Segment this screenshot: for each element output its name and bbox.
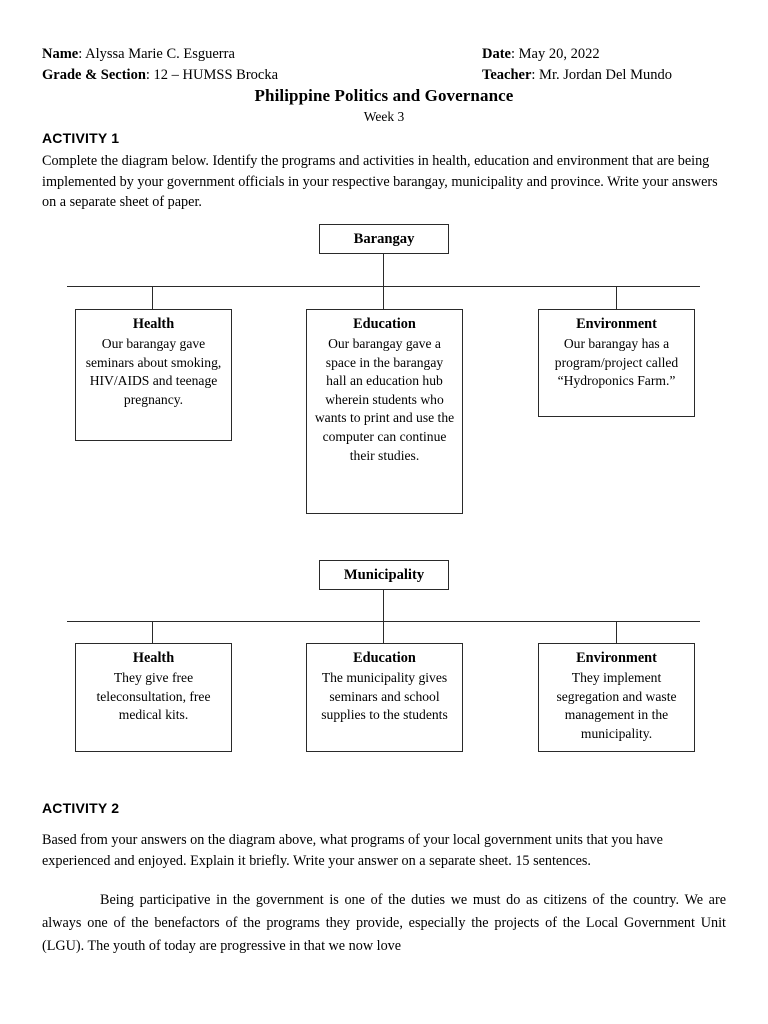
header-row-name: Name: Alyssa Marie C. Esguerra Date: May… bbox=[42, 44, 726, 65]
diagram-node-municipality-education: Education The municipality gives seminar… bbox=[306, 643, 463, 752]
grade-section-label: Grade & Section bbox=[42, 67, 146, 83]
connector-vertical-barangay-trunk bbox=[383, 254, 385, 286]
node-title: Education bbox=[353, 650, 416, 666]
node-title: Environment bbox=[576, 650, 657, 666]
diagram-node-municipality-health: Health They give free teleconsultation, … bbox=[75, 643, 232, 752]
connector-vertical-barangay-environment bbox=[616, 286, 618, 309]
activity-2-section: ACTIVITY 2 Based from your answers on th… bbox=[42, 800, 726, 958]
teacher-field: Teacher: Mr. Jordan Del Mundo bbox=[482, 65, 726, 86]
node-title: Environment bbox=[576, 316, 657, 332]
date-value: : May 20, 2022 bbox=[511, 46, 600, 62]
name-label: Name bbox=[42, 46, 79, 62]
name-field: Name: Alyssa Marie C. Esguerra bbox=[42, 44, 482, 65]
node-title: Health bbox=[132, 650, 175, 666]
grade-section-field: Grade & Section: 12 – HUMSS Brocka bbox=[42, 65, 482, 86]
diagram-node-barangay-education: Education Our barangay gave a space in t… bbox=[306, 309, 463, 514]
node-text: They give free teleconsultation, free me… bbox=[96, 670, 211, 723]
diagram-node-barangay-environment: Environment Our barangay has a program/p… bbox=[538, 309, 695, 417]
activity-2-heading: ACTIVITY 2 bbox=[42, 800, 120, 816]
page-title: Philippine Politics and Governance bbox=[254, 86, 514, 105]
teacher-label: Teacher bbox=[482, 67, 532, 83]
activity-2-essay-paragraph: Being participative in the government is… bbox=[42, 892, 726, 954]
node-text: Our barangay gave a space in the baranga… bbox=[314, 336, 455, 463]
diagram-root-municipality: Municipality bbox=[319, 560, 449, 590]
diagram-node-municipality-environment: Environment They implement segregation a… bbox=[538, 643, 695, 752]
activity-1-instructions: Complete the diagram below. Identify the… bbox=[42, 153, 718, 210]
node-title: Education bbox=[353, 316, 416, 332]
header-row-grade: Grade & Section: 12 – HUMSS Brocka Teach… bbox=[42, 65, 726, 86]
teacher-value: : Mr. Jordan Del Mundo bbox=[531, 67, 672, 83]
date-label: Date bbox=[482, 46, 511, 62]
node-text: Our barangay has a program/project calle… bbox=[554, 336, 679, 389]
node-text: They implement segregation and waste man… bbox=[556, 670, 677, 741]
connector-vertical-barangay-education bbox=[383, 286, 385, 309]
activity-1-heading: ACTIVITY 1 bbox=[42, 130, 120, 146]
diagram-root-barangay-label: Barangay bbox=[353, 230, 415, 247]
diagram-root-barangay: Barangay bbox=[319, 224, 449, 254]
activity-2-instructions: Based from your answers on the diagram a… bbox=[42, 832, 663, 869]
date-field: Date: May 20, 2022 bbox=[482, 44, 726, 65]
node-title: Health bbox=[132, 316, 175, 332]
connector-vertical-municipality-trunk bbox=[383, 590, 385, 621]
connector-vertical-municipality-education bbox=[383, 621, 385, 643]
connector-vertical-municipality-environment bbox=[616, 621, 618, 643]
page-subtitle: Week 3 bbox=[363, 109, 405, 124]
connector-vertical-barangay-health bbox=[152, 286, 154, 309]
diagram-node-barangay-health: Health Our barangay gave seminars about … bbox=[75, 309, 232, 441]
node-text: The municipality gives seminars and scho… bbox=[321, 670, 448, 723]
diagram-root-municipality-label: Municipality bbox=[343, 566, 425, 583]
grade-section-value: : 12 – HUMSS Brocka bbox=[145, 67, 279, 83]
connector-vertical-municipality-health bbox=[152, 621, 154, 643]
name-value: : Alyssa Marie C. Esguerra bbox=[78, 46, 235, 62]
activity-1-section: ACTIVITY 1 Complete the diagram below. I… bbox=[42, 130, 726, 213]
node-text: Our barangay gave seminars about smoking… bbox=[85, 336, 222, 407]
student-header: Name: Alyssa Marie C. Esguerra Date: May… bbox=[42, 44, 726, 86]
